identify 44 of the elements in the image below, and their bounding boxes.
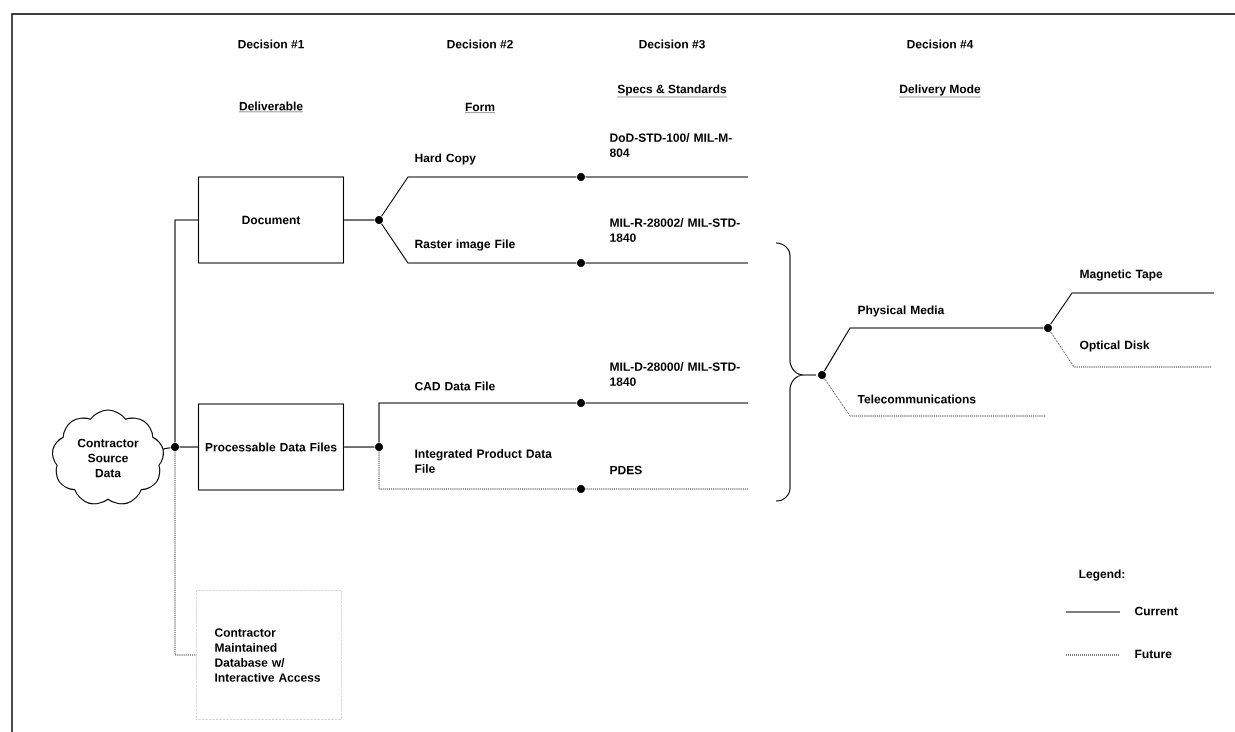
connector-line [174, 219, 199, 443]
connector-line [179, 446, 199, 448]
heading-label: Decision #1 [238, 39, 304, 49]
connector-line [174, 451, 197, 656]
connector-line [1050, 292, 1215, 325]
legend-title: Legend: [1079, 569, 1125, 581]
edge-label: PDES [610, 465, 642, 475]
heading-label: Decision #3 [639, 39, 705, 49]
column-heading: Deliverable [238, 101, 304, 112]
connector-line [378, 402, 577, 443]
edge-label: Magnetic Tape [1080, 269, 1163, 281]
connector-line [381, 223, 577, 264]
column-heading: Delivery Mode [899, 84, 981, 98]
heading-label: Decision #2 [447, 39, 513, 49]
edge-label: DoD-STD-100/ MIL-M-804 [609, 133, 732, 157]
process-box: Processable Data Files [197, 403, 345, 491]
column-heading: Specs & Standards [617, 84, 727, 98]
connector-line [824, 378, 1047, 417]
connector-line [585, 402, 749, 404]
connector-line [585, 262, 749, 264]
process-box: Document [197, 176, 345, 264]
edge-label: CAD Data File [415, 381, 495, 391]
connector-line [585, 488, 749, 490]
connector-line [378, 451, 577, 490]
edge-label: MIL-D-28000/ MIL-STD-1840 [610, 362, 740, 386]
edge-label: Physical Media [858, 305, 945, 317]
connector-line [343, 219, 375, 221]
connector-line [585, 176, 749, 178]
legend-label: Current [1135, 606, 1178, 616]
legend-label: Future [1135, 649, 1172, 659]
edge-label: Integrated Product Data File [415, 449, 552, 473]
connector-line [823, 327, 1044, 372]
edge-label: MIL-R-28002/ MIL-STD-1840 [610, 218, 740, 242]
edge-label: Hard Copy [415, 153, 476, 165]
edge-label: Telecommunications [857, 394, 976, 404]
connector-line [381, 176, 577, 217]
column-heading: Form [464, 102, 496, 113]
edge-label: Raster image File [415, 239, 515, 251]
process-box: Contractor Maintained Database w/ Interactive Access [196, 590, 342, 720]
connector-line [163, 447, 172, 450]
connector-line [343, 446, 375, 448]
connector-line [1050, 331, 1213, 368]
edge-label: Optical Disk [1080, 340, 1150, 352]
heading-label: Decision #4 [907, 39, 974, 49]
